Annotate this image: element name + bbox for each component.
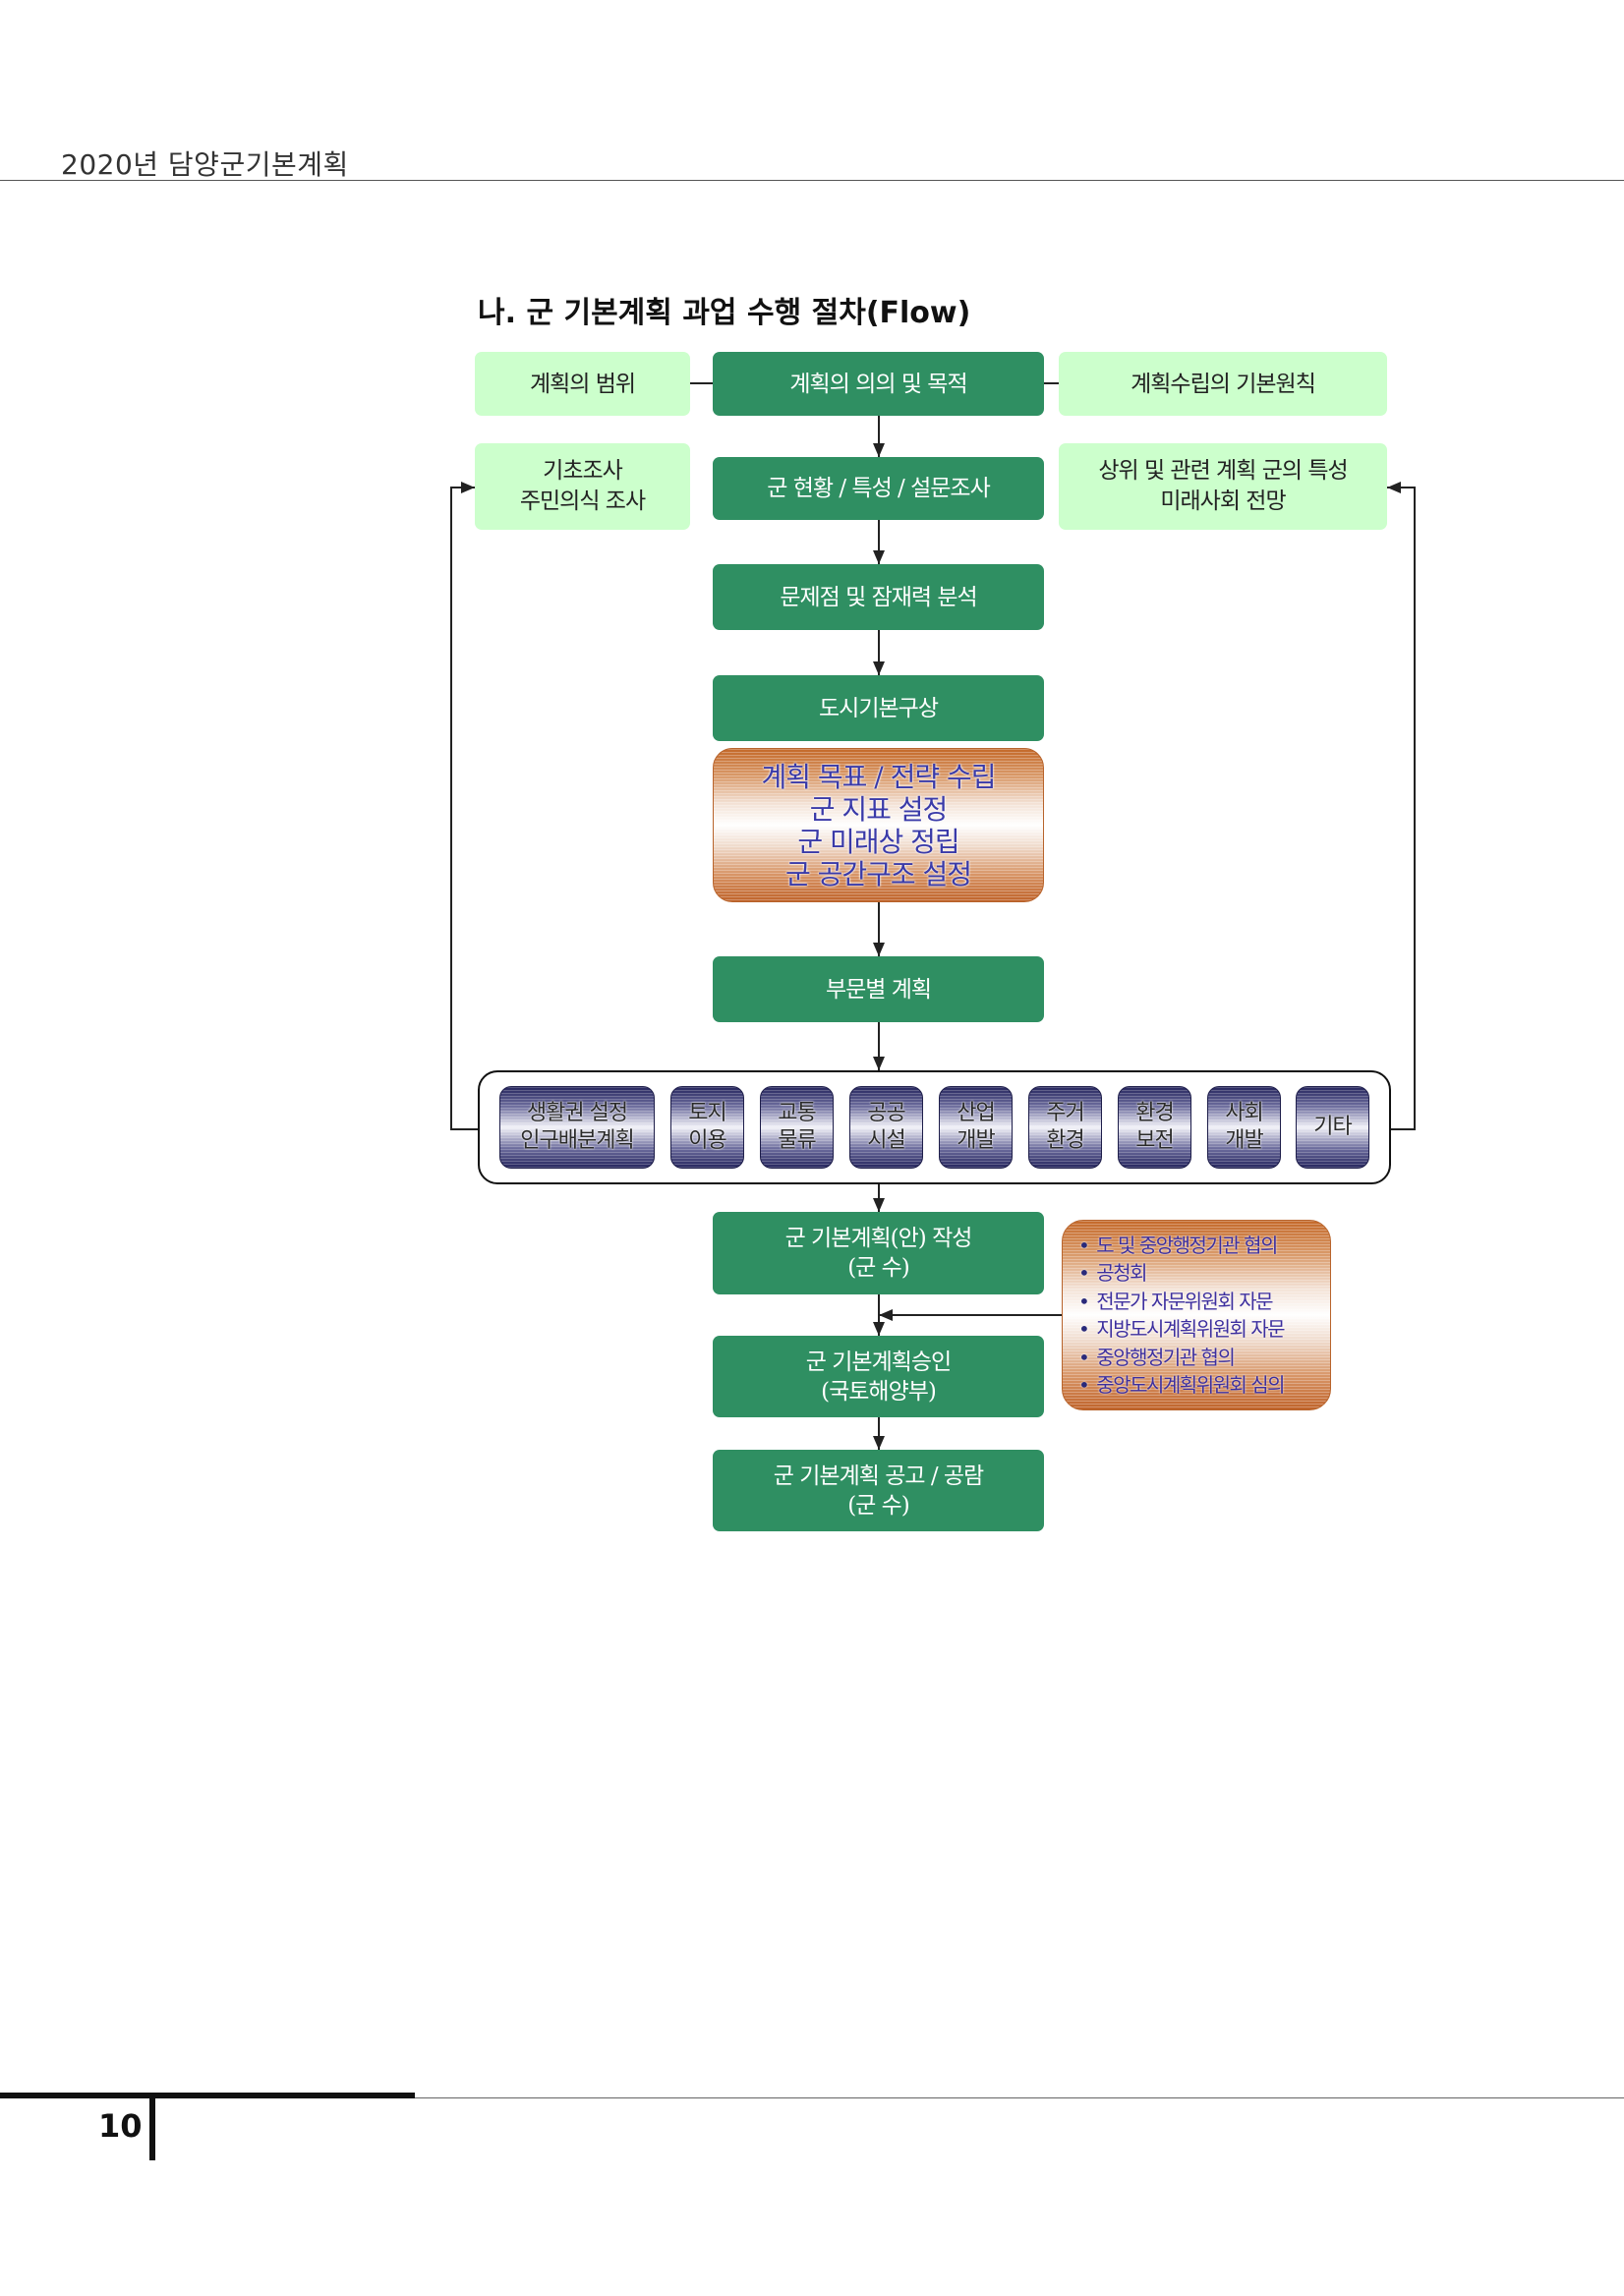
sector-industry: 산업 개발 [939, 1086, 1013, 1169]
concept-detail-indicators: 군 지표 설정 [809, 792, 949, 826]
feedback-right-arrow [1387, 482, 1416, 1130]
county-status-box: 군 현황 / 특성 / 설문조사 [713, 457, 1044, 520]
consultation-item: 중앙도시계획위원회 심의 [1078, 1371, 1285, 1400]
analysis-label: 문제점 및 잠재력 분석 [780, 584, 977, 610]
sector-label-line-1: 생활권 설정 [526, 1101, 628, 1125]
plan-announcement-box: 군 기본계획 공고 / 공람 (군 수) [713, 1450, 1044, 1531]
sector-transport: 교통 물류 [760, 1086, 834, 1169]
sector-public-facilities: 공공 시설 [849, 1086, 923, 1169]
sector-label-line-2: 물류 [778, 1128, 816, 1153]
basic-survey-line-2: 주민의식 조사 [519, 488, 646, 514]
urban-concept-box: 도시기본구상 [713, 675, 1044, 741]
plan-principles-box: 계획수립의 기본원칙 [1059, 352, 1387, 416]
sector-label-line-1: 교통 [778, 1101, 816, 1125]
related-plans-line-1: 상위 및 관련 계획 군의 특성 [1098, 458, 1348, 484]
basic-survey-line-1: 기초조사 [543, 458, 623, 484]
feedback-left-arrow [450, 482, 478, 1130]
analysis-box: 문제점 및 잠재력 분석 [713, 564, 1044, 630]
consultation-item: 전문가 자문위원회 자문 [1078, 1288, 1273, 1316]
plan-approval-line-1: 군 기본계획승인 [805, 1349, 952, 1375]
sector-plan-label: 부문별 계획 [825, 976, 932, 1003]
consultation-item: 지방도시계획위원회 자문 [1078, 1315, 1285, 1344]
sector-label-line-1: 토지 [688, 1101, 726, 1125]
plan-announcement-line-2: (군 수) [847, 1492, 910, 1519]
plan-approval-line-2: (국토해양부) [821, 1378, 937, 1405]
concept-detail-vision: 군 미래상 정립 [797, 825, 959, 858]
sector-label-line-2: 개발 [957, 1128, 995, 1153]
plan-principles-label: 계획수립의 기본원칙 [1131, 371, 1316, 397]
sector-plan-box: 부문별 계획 [713, 956, 1044, 1022]
plan-purpose-label: 계획의 의의 및 목적 [789, 371, 967, 397]
related-plans-box: 상위 및 관련 계획 군의 특성 미래사회 전망 [1059, 443, 1387, 530]
draft-plan-line-2: (군 수) [847, 1255, 910, 1281]
footer-thick-rule [0, 2093, 415, 2098]
concept-details-box: 계획 목표 / 전략 수립 군 지표 설정 군 미래상 정립 군 공간구조 설정 [713, 748, 1044, 902]
section-title: 나. 군 기본계획 과업 수행 절차(Flow) [478, 296, 971, 330]
sector-label-line-2: 인구배분계획 [520, 1128, 634, 1153]
sector-label-line-1: 기타 [1313, 1115, 1352, 1139]
sector-living-zone: 생활권 설정 인구배분계획 [499, 1086, 655, 1169]
concept-detail-spatial-structure: 군 공간구조 설정 [784, 857, 972, 890]
running-header: 2020년 담양군기본계획 [61, 148, 349, 181]
related-plans-line-2: 미래사회 전망 [1160, 488, 1286, 514]
sector-housing: 주거 환경 [1028, 1086, 1102, 1169]
consultation-list-box: 도 및 중앙행정기관 협의 공청회 전문가 자문위원회 자문 지방도시계획위원회… [1062, 1220, 1331, 1410]
plan-approval-box: 군 기본계획승인 (국토해양부) [713, 1336, 1044, 1417]
consultation-item: 공청회 [1078, 1259, 1147, 1288]
sector-label-line-2: 환경 [1046, 1128, 1084, 1153]
plan-scope-box: 계획의 범위 [475, 352, 690, 416]
county-status-label: 군 현황 / 특성 / 설문조사 [767, 476, 990, 501]
sector-label-line-1: 공공 [867, 1101, 905, 1125]
draft-plan-line-1: 군 기본계획(안) 작성 [784, 1226, 973, 1251]
sector-social-development: 사회 개발 [1207, 1086, 1281, 1169]
sector-label-line-2: 개발 [1225, 1128, 1263, 1153]
sector-label-line-1: 산업 [957, 1101, 995, 1125]
sector-environment: 환경 보전 [1118, 1086, 1191, 1169]
sector-label-line-2: 보전 [1135, 1128, 1174, 1153]
draft-plan-box: 군 기본계획(안) 작성 (군 수) [713, 1212, 1044, 1294]
page-number: 10 [98, 2107, 143, 2145]
plan-announcement-line-1: 군 기본계획 공고 / 공람 [773, 1463, 984, 1489]
sector-label-line-2: 이용 [688, 1128, 726, 1153]
concept-detail-goals: 계획 목표 / 전략 수립 [761, 760, 996, 793]
sector-label-line-1: 주거 [1046, 1101, 1084, 1125]
consultation-item: 중앙행정기관 협의 [1078, 1344, 1236, 1372]
consultation-item: 도 및 중앙행정기관 협의 [1078, 1232, 1278, 1260]
plan-purpose-box: 계획의 의의 및 목적 [713, 352, 1044, 416]
sector-label-line-1: 사회 [1225, 1101, 1263, 1125]
sector-other: 기타 [1296, 1086, 1369, 1169]
sector-land-use: 토지 이용 [670, 1086, 744, 1169]
urban-concept-label: 도시기본구상 [819, 695, 939, 721]
plan-scope-label: 계획의 범위 [529, 371, 636, 397]
sector-label-line-1: 환경 [1135, 1101, 1174, 1125]
sector-label-line-2: 시설 [867, 1128, 905, 1153]
footer-thin-rule [415, 2097, 1624, 2098]
basic-survey-box: 기초조사 주민의식 조사 [475, 443, 690, 530]
header-rule [0, 180, 1624, 181]
footer-vertical-bar [149, 2096, 155, 2160]
